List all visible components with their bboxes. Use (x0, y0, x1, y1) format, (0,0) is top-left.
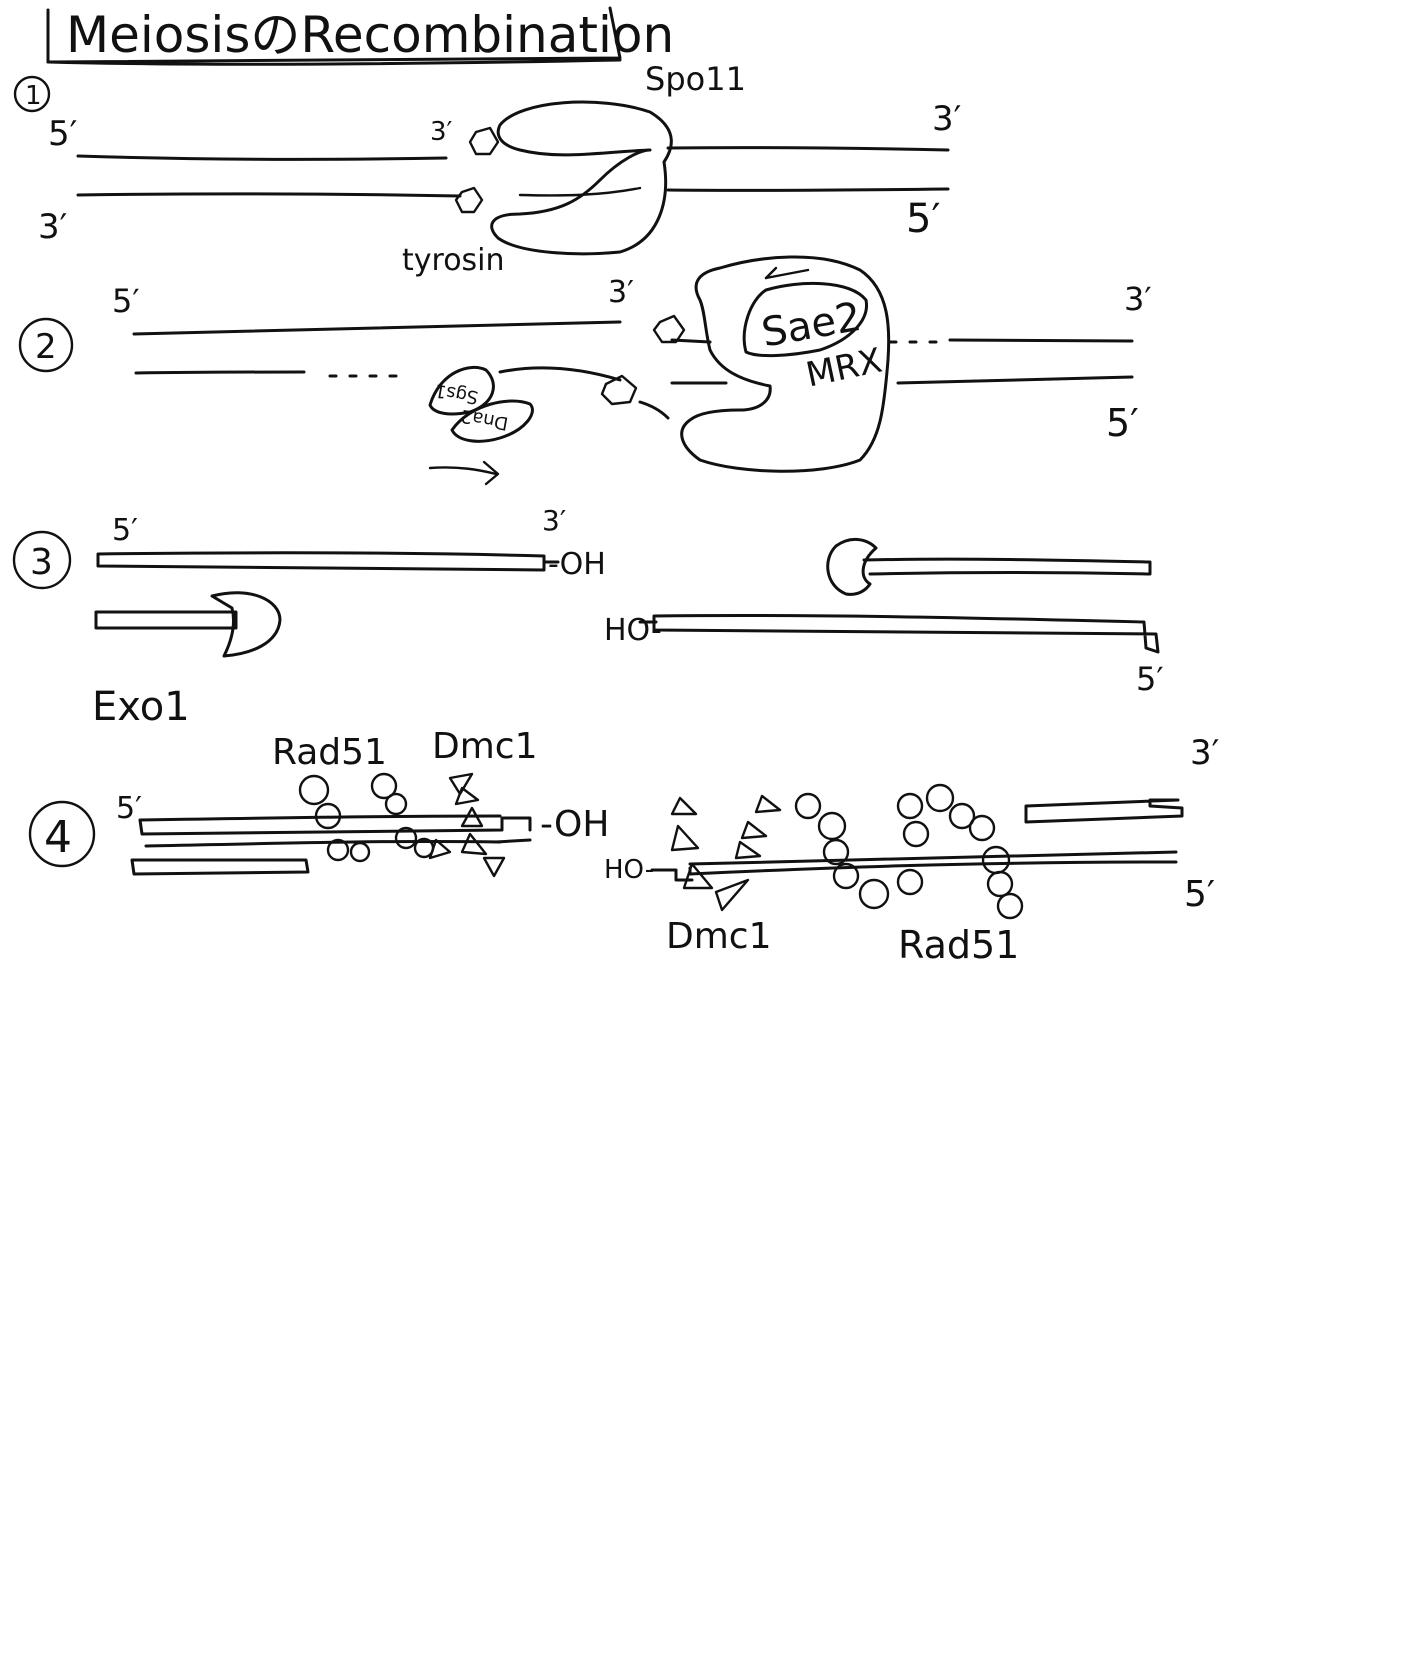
rad51-protein (819, 813, 845, 839)
step-4-label-left-oh: -OH (540, 804, 609, 845)
step-2-dna-top-left (134, 322, 620, 334)
step-1-label-tyrosin: tyrosin (402, 243, 505, 278)
dmc1-protein (742, 822, 766, 838)
step-4-label-3prime-right: 3′ (1190, 733, 1219, 773)
dmc1-protein (456, 788, 478, 804)
dmc1-protein (672, 798, 696, 814)
step-1-label-3prime-right: 3′ (932, 99, 961, 139)
step-3-exo1-left (212, 593, 280, 656)
dmc1-protein (716, 880, 748, 910)
step-4-label-5prime-right: 5′ (1184, 874, 1215, 915)
rad51-protein (970, 816, 994, 840)
dmc1-protein (736, 842, 760, 858)
step-4-label-rad51-top: Rad51 (272, 732, 387, 773)
rad51-protein (904, 822, 928, 846)
rad51-protein (998, 894, 1022, 918)
dmc1-protein (672, 826, 698, 850)
step-2-label-dna2: Dna2 (459, 405, 510, 434)
step-3-number: 3 (14, 532, 70, 588)
step-2: 2 5′ 3′ 3′ 5′ Sae2 MRX Sgs1 Dna2 (20, 257, 1152, 484)
step-3-dsdna-left (96, 612, 236, 628)
step-4-dsdna-right-upper (1026, 800, 1182, 822)
dmc1-protein (484, 858, 504, 876)
rad51-protein (386, 794, 406, 814)
step-2-dna-bottom-left (136, 372, 304, 373)
step-1-label-spo11: Spo11 (645, 60, 746, 98)
step-2-dna-mid (500, 368, 620, 380)
step-3-dsdna-right (654, 615, 1158, 652)
step-2-label-sgs1: Sgs1 (433, 379, 480, 407)
step-4-number: 4 (30, 802, 94, 866)
step-2-direction-arrow (430, 462, 498, 484)
dmc1-protein (684, 864, 712, 888)
rad51-protein (927, 785, 953, 811)
step-2-label-3prime-break: 3′ (608, 275, 634, 310)
step-1-label-3prime-left: 3′ (38, 207, 67, 247)
step-1-number: 1 (15, 77, 49, 111)
step-2-label-5prime-right: 5′ (1106, 401, 1139, 445)
step-1-dna-top-left (78, 156, 446, 159)
step-3-label-exo1: Exo1 (92, 684, 190, 730)
step-4-label-dmc1-top: Dmc1 (432, 726, 538, 767)
step-3-label-3prime-break: 3′ (542, 504, 566, 537)
step-2-label-5prime-left: 5′ (112, 282, 140, 320)
step-1-tyrosine-hexagon-top (470, 128, 498, 154)
step-3: 3 5′ 3′ -OH HO- 5′ Exo1 (14, 504, 1164, 730)
rad51-protein (983, 847, 1009, 873)
step-3-label-left-oh: -OH (548, 547, 606, 582)
step-1-dna-bottom-right (668, 189, 948, 190)
step-4-dsdna-left-lower (132, 860, 308, 874)
step-4-label-rad51-bottom: Rad51 (898, 923, 1019, 967)
step-2-dna-top-right (950, 340, 1132, 341)
step-1-label-5prime-left: 5′ (48, 114, 77, 154)
page-title: MeiosisのRecombination (66, 6, 674, 64)
dmc1-protein (462, 834, 486, 854)
title-box: MeiosisのRecombination (48, 6, 674, 64)
rad51-protein (351, 843, 369, 861)
svg-text:4: 4 (44, 812, 72, 863)
step-2-label-mrx: MRX (803, 341, 886, 396)
rad51-protein (898, 794, 922, 818)
step-4-dmc1-right-group (672, 796, 780, 910)
dmc1-protein (756, 796, 780, 812)
step-4-label-5prime-left: 5′ (116, 791, 142, 826)
step-1-dna-top-right (668, 148, 948, 150)
step-3-exo1-right (828, 539, 876, 594)
step-4-label-right-ho: HO- (604, 855, 654, 885)
step-3-ssdna-right (864, 559, 1150, 574)
step-4: 4 5′ -OH HO- 3′ 5′ Rad51 Dmc1 Dmc1 Rad51 (30, 726, 1219, 967)
svg-text:2: 2 (35, 327, 57, 367)
step-4-label-dmc1-bottom: Dmc1 (666, 916, 772, 957)
rad51-protein (988, 872, 1012, 896)
svg-text:1: 1 (25, 81, 42, 111)
rad51-protein (300, 776, 328, 804)
step-4-dmc1-left-group (430, 774, 504, 876)
svg-text:3: 3 (30, 542, 53, 583)
step-3-label-5prime-right: 5′ (1136, 660, 1164, 698)
rad51-protein (796, 794, 820, 818)
step-1-label-3prime-break: 3′ (430, 117, 453, 147)
rad51-protein (898, 870, 922, 894)
step-3-ssdna-left (98, 553, 544, 570)
step-2-dna-bottom-right (898, 377, 1132, 383)
step-2-number: 2 (20, 319, 72, 371)
step-1-dna-bottom-left (78, 194, 460, 196)
step-3-label-5prime-left: 5′ (112, 513, 138, 548)
step-1-label-5prime-right: 5′ (906, 196, 941, 242)
step-1-spo11-protein (492, 102, 672, 254)
step-2-tyrosine-hexagon-top (654, 316, 684, 342)
step-1: 1 5′ 3′ 3′ 3′ 5′ Spo11 tyrosin (15, 60, 961, 278)
step-2-label-3prime-right: 3′ (1124, 280, 1152, 318)
step-4-rad51-right-group (796, 785, 1022, 918)
step-1-tyrosine-hexagon-bottom (456, 188, 482, 212)
rad51-protein (860, 880, 888, 908)
step-4-ssdna-right (690, 852, 1176, 874)
